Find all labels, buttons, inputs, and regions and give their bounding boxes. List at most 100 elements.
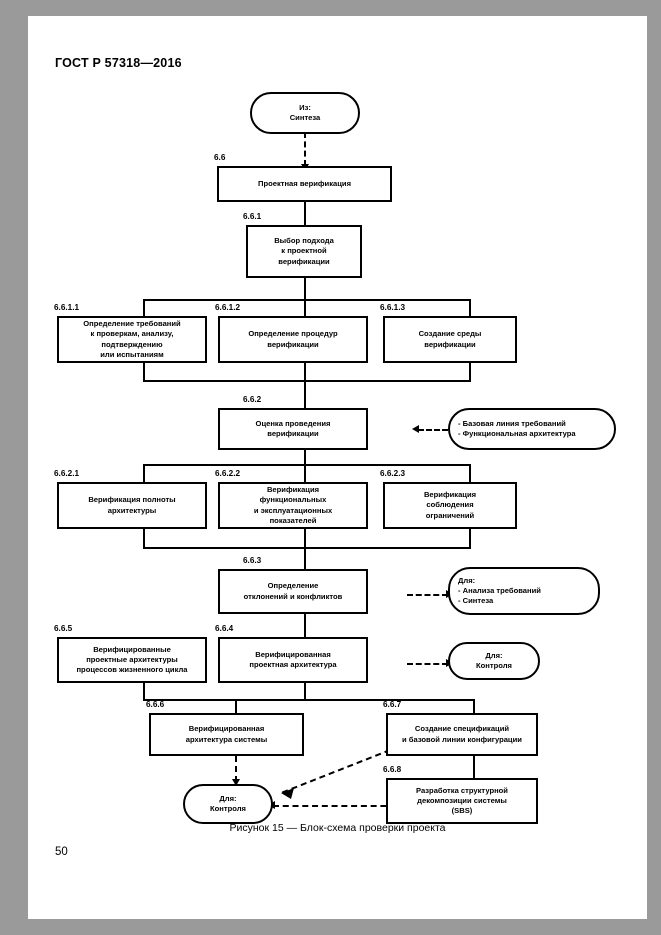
tag-6-6-8: 6.6.8	[383, 765, 402, 774]
node-6-6-2-1-line1: Верификация полноты	[88, 495, 176, 505]
dashed-6-6-8-to-control	[273, 805, 445, 807]
node-6-6-1-3-verification-environment[interactable]: Создание среды верификации	[383, 316, 517, 363]
node-6-6-7-line2: и базовой линии конфигурации	[402, 734, 522, 744]
node-6-6-2-1-line2: архитектуры	[107, 505, 157, 515]
node-6-6-1-2-line1: Определение процедур	[248, 329, 338, 339]
node-6-6-6-verified-system-architecture[interactable]: Верифицированная архитектура системы	[149, 713, 304, 756]
node-6-6-3-line2: отклонений и конфликтов	[243, 591, 343, 601]
node-6-6-2-1-architecture-completeness[interactable]: Верификация полноты архитектуры	[57, 482, 207, 529]
connector-from-6-6-1-3	[469, 362, 471, 380]
node-6-6-2-2-line3: и эксплуатационных	[253, 505, 333, 515]
node-6-6-1-line3: верификации	[278, 256, 330, 266]
connector-6-6-to-6-6-1	[304, 201, 306, 225]
connector-to-6-6-1-2	[304, 299, 306, 316]
page-number: 50	[55, 846, 68, 858]
node-6-6-1-3-line1: Создание среды	[418, 329, 482, 339]
connector-6-6-2-down	[304, 450, 306, 464]
tag-6-6-7: 6.6.7	[383, 700, 402, 709]
diagonal-connector-layer	[280, 727, 447, 799]
note-6-6-4-line2: Контроля	[476, 661, 512, 670]
note-output-of-6-6-4-control[interactable]: Для: Контроля	[448, 642, 540, 680]
node-6-6-7-specifications-baseline[interactable]: Создание спецификаций и базовой линии ко…	[386, 713, 538, 756]
connector-from-6-6-2-3	[469, 529, 471, 547]
node-6-6-1-line2: к проектной	[281, 246, 327, 256]
tag-6-6-3: 6.6.3	[243, 556, 262, 565]
note-inputs-line2: - Функциональная архитектура	[458, 429, 576, 438]
tag-6-6-2-2: 6.6.2.2	[215, 469, 241, 478]
node-6-6-1-2-line2: верификации	[267, 339, 319, 349]
connector-from-6-6-5	[143, 676, 145, 699]
node-6-6-6-line2: архитектура системы	[185, 734, 268, 744]
node-6-6-2-2-functional-performance[interactable]: Верификация функциональных и эксплуатаци…	[218, 482, 368, 529]
node-6-6-2-2-line2: функциональных	[259, 495, 327, 505]
node-6-6-2-line2: верификации	[267, 429, 319, 438]
dashed-6-6-6-to-control	[235, 756, 237, 782]
connector-to-6-6-7	[473, 699, 475, 713]
node-6-6-2-3-constraints-compliance[interactable]: Верификация соблюдения ограничений	[383, 482, 517, 529]
node-6-6-8-line2: декомпозиции системы	[417, 795, 507, 805]
node-6-6-3-deviations-conflicts[interactable]: Определение отклонений и конфликтов	[218, 569, 368, 614]
node-6-6-5-line1: Верифицированные	[93, 644, 171, 654]
connector-bus-6-6-1-children	[143, 299, 469, 301]
node-6-6-1-1-line1: Определение требований	[83, 319, 181, 329]
connector-to-6-6-6	[235, 699, 237, 713]
node-6-6-6-line1: Верифицированная	[188, 724, 265, 734]
connector-bus-to-6-6-2	[143, 380, 471, 382]
tag-6-6-6: 6.6.6	[146, 700, 165, 709]
node-6-6-2-2-line4: показателей	[269, 515, 317, 525]
note-inputs-to-6-6-2[interactable]: - Базовая линия требований - Функциональ…	[448, 408, 616, 450]
node-6-6-4-verified-design-architecture[interactable]: Верифицированная проектная архитектура	[218, 637, 368, 683]
arrowhead-into-control-terminal	[232, 779, 240, 786]
terminal-source-line1: Из:	[299, 102, 311, 112]
tag-6-6-2-1: 6.6.2.1	[54, 469, 80, 478]
connector-bus-lower	[143, 699, 473, 701]
tag-6-6-2-3: 6.6.2.3	[380, 469, 406, 478]
connector-down-to-6-6-2	[304, 380, 306, 408]
node-6-6-3-line1: Определение	[267, 581, 319, 591]
flowchart-diagram: Из: Синтеза 6.6 Проектная верификация 6.…	[28, 16, 647, 919]
node-6-6-1-line1: Выбор подхода	[274, 236, 334, 246]
node-6-6-2-3-line2: соблюдения	[426, 500, 474, 510]
node-6-6-8-line1: Разработка структурной	[416, 785, 508, 795]
tag-6-6-5: 6.6.5	[54, 624, 73, 633]
connector-to-6-6-2-3	[469, 464, 471, 482]
node-6-6-1-1-line2: к проверкам, анализу,	[90, 329, 174, 339]
note-outputs-6-6-3-line3: - Синтеза	[458, 596, 494, 606]
dashed-6-6-4-to-note	[407, 663, 448, 665]
page-edge-top	[0, 0, 661, 16]
connector-to-6-6-1-1	[143, 299, 145, 316]
node-6-6-8-system-breakdown-structure[interactable]: Разработка структурной декомпозиции сист…	[386, 778, 538, 824]
node-6-6-1-3-line2: верификации	[424, 339, 476, 349]
connector-from-6-6-2-1	[143, 529, 145, 547]
terminal-control-line1: Для:	[219, 793, 237, 803]
node-6-6-design-verification[interactable]: Проектная верификация	[217, 166, 392, 202]
terminal-output-control[interactable]: Для: Контроля	[183, 784, 273, 824]
node-6-6-5-line3: процессов жизненного цикла	[76, 665, 188, 674]
connector-6-6-4-down	[304, 683, 306, 699]
node-6-6-1-approach-selection[interactable]: Выбор подхода к проектной верификации	[246, 225, 362, 278]
tag-6-6-2: 6.6.2	[243, 395, 262, 404]
node-6-6-4-line2: проектная архитектура	[249, 660, 337, 669]
page-edge-right	[647, 0, 661, 935]
node-6-6-5-verified-lifecycle-architectures[interactable]: Верифицированные проектные архитектуры п…	[57, 637, 207, 683]
tag-6-6-4: 6.6.4	[215, 624, 234, 633]
terminal-source-line2: Синтеза	[289, 113, 321, 122]
connector-to-6-6-2-1	[143, 464, 145, 482]
tag-6-6-1-1: 6.6.1.1	[54, 303, 80, 312]
node-6-6-2-3-line1: Верификация	[423, 490, 477, 500]
connector-to-6-6-2-2	[304, 464, 306, 482]
node-6-6-7-line1: Создание спецификаций	[414, 724, 510, 734]
connector-from-6-6-2-2	[304, 529, 306, 547]
connector-to-6-6-1-3	[469, 299, 471, 316]
node-6-6-1-2-verification-procedures[interactable]: Определение процедур верификации	[218, 316, 368, 363]
note-outputs-6-6-3-line2: - Анализа требований	[458, 585, 541, 595]
note-outputs-of-6-6-3[interactable]: Для: - Анализа требований - Синтеза	[448, 567, 600, 615]
node-6-6-1-1-requirements-definition[interactable]: Определение требований к проверкам, анал…	[57, 316, 207, 363]
arrowhead-diagonal-into-control	[281, 788, 294, 799]
connector-from-6-6-1-1	[143, 362, 145, 380]
node-6-6-1-1-line3: подтверждению	[101, 339, 163, 349]
terminal-source-sintez[interactable]: Из: Синтеза	[250, 92, 360, 134]
node-6-6-2-verification-assessment[interactable]: Оценка проведения верификации	[218, 408, 368, 450]
note-inputs-line1: - Базовая линия требований	[458, 418, 566, 428]
node-6-6-2-2-line1: Верификация	[266, 485, 320, 495]
